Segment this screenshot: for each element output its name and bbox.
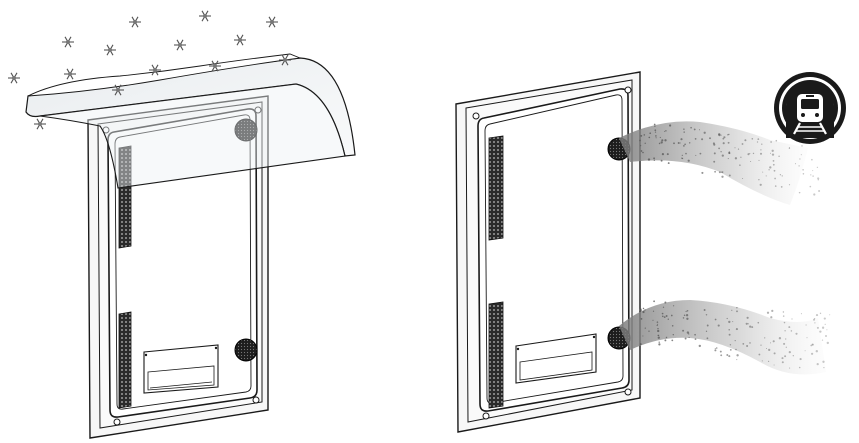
display-enclosure bbox=[87, 95, 269, 439]
snowflake-icon bbox=[199, 10, 211, 22]
snowflake-icon bbox=[129, 16, 141, 28]
left-display-assembly bbox=[8, 10, 356, 439]
air-flow-speckles bbox=[639, 123, 831, 369]
snowflake-icon bbox=[62, 36, 74, 48]
snowflake-icons bbox=[8, 10, 291, 130]
connector-plate bbox=[143, 344, 219, 394]
connector-plate bbox=[515, 333, 597, 384]
right-display-assembly bbox=[455, 71, 846, 433]
snowflake-icon bbox=[209, 60, 221, 72]
snowflake-icon bbox=[279, 54, 291, 66]
air-flow-stream bbox=[619, 300, 826, 375]
snowflake-icon bbox=[104, 44, 116, 56]
snowflake-icon bbox=[174, 39, 186, 51]
snowflake-icon bbox=[34, 118, 46, 130]
vent-grille bbox=[488, 135, 504, 241]
snowflake-icon bbox=[234, 34, 246, 46]
vent-grille bbox=[118, 145, 132, 249]
snowflake-icon bbox=[149, 64, 161, 76]
fan-vent bbox=[234, 118, 258, 142]
snowflake-icon bbox=[8, 72, 20, 84]
snowflake-icon bbox=[266, 16, 278, 28]
fan-vent bbox=[234, 338, 258, 362]
air-flow-stream bbox=[619, 121, 808, 205]
vent-grille bbox=[488, 301, 504, 409]
metro-train-icon bbox=[774, 72, 846, 144]
canopy bbox=[25, 53, 356, 189]
vent-grille bbox=[118, 311, 132, 409]
snowflake-icon bbox=[112, 84, 124, 96]
snowflake-icon bbox=[64, 68, 76, 80]
